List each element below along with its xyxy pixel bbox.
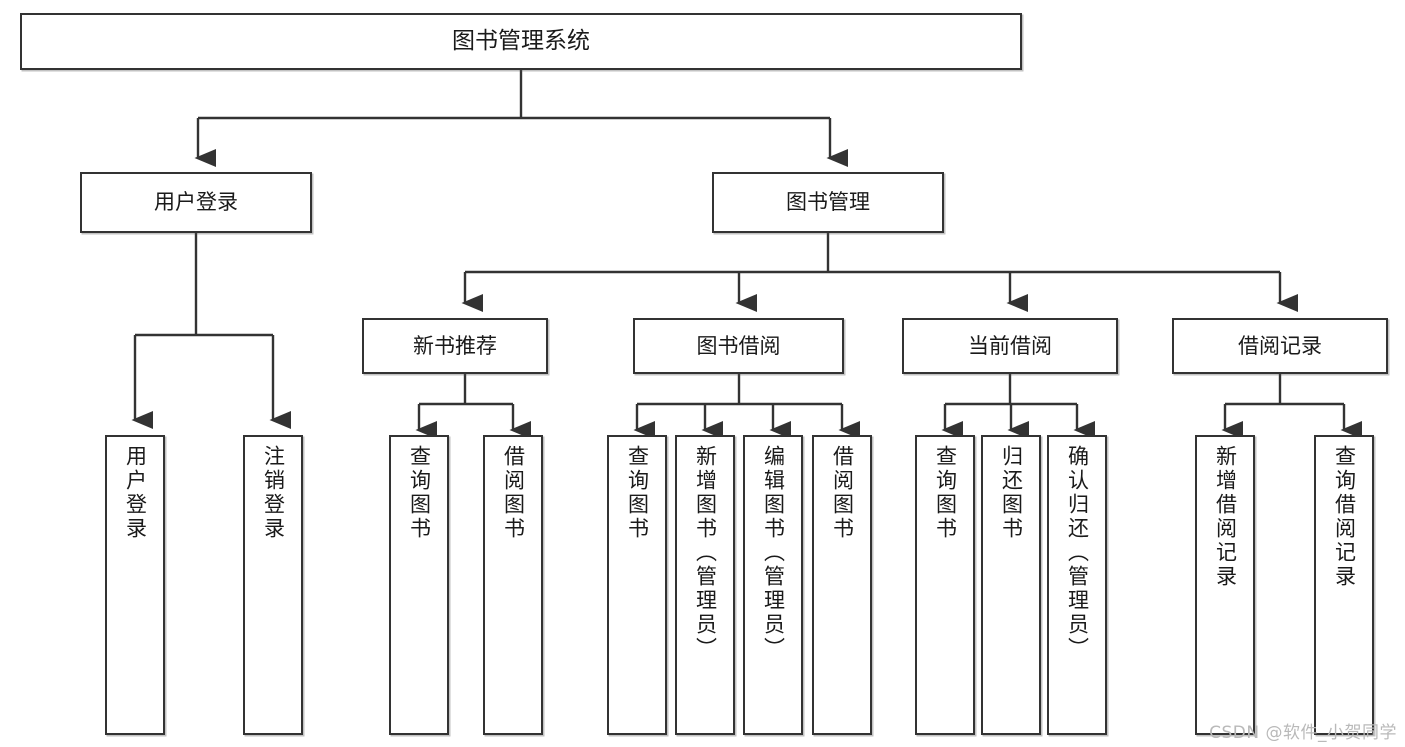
node-book-borrow[interactable]: 图书借阅	[633, 318, 844, 374]
leaf-current-return-book[interactable]: 归还图书	[981, 435, 1041, 735]
leaf-record-add-record-label: 新增借阅记录	[1213, 445, 1238, 589]
leaf-current-confirm-return[interactable]: 确认归还（管理员）	[1047, 435, 1107, 735]
leaf-user-login-logout[interactable]: 注销登录	[243, 435, 303, 735]
csdn-watermark: CSDN @软件_小贺同学	[1209, 723, 1397, 743]
leaf-user-login-login-label: 用户登录	[123, 445, 148, 541]
leaf-new-book-query-book-label: 查询图书	[407, 445, 432, 541]
leaf-record-add-record[interactable]: 新增借阅记录	[1195, 435, 1255, 735]
leaf-current-query-book[interactable]: 查询图书	[915, 435, 975, 735]
leaf-user-login-login[interactable]: 用户登录	[105, 435, 165, 735]
leaf-borrow-query-book-label: 查询图书	[625, 445, 650, 541]
node-new-book-recommend[interactable]: 新书推荐	[362, 318, 548, 374]
node-new-book-recommend-label: 新书推荐	[413, 333, 497, 358]
node-root[interactable]: 图书管理系统	[20, 13, 1022, 70]
node-book-management[interactable]: 图书管理	[712, 172, 944, 233]
leaf-current-confirm-return-label: 确认归还（管理员）	[1065, 445, 1090, 661]
node-current-borrow-label: 当前借阅	[968, 333, 1052, 358]
leaf-borrow-query-book[interactable]: 查询图书	[607, 435, 667, 735]
leaf-current-return-book-label: 归还图书	[999, 445, 1024, 541]
leaf-borrow-borrow-book[interactable]: 借阅图书	[812, 435, 872, 735]
leaf-record-query-record-label: 查询借阅记录	[1332, 445, 1357, 589]
leaf-record-query-record[interactable]: 查询借阅记录	[1314, 435, 1374, 735]
node-root-label: 图书管理系统	[452, 27, 590, 54]
node-borrow-record[interactable]: 借阅记录	[1172, 318, 1388, 374]
leaf-new-book-query-book[interactable]: 查询图书	[389, 435, 449, 735]
node-borrow-record-label: 借阅记录	[1238, 333, 1322, 358]
node-book-borrow-label: 图书借阅	[696, 333, 781, 358]
node-book-management-label: 图书管理	[786, 190, 870, 215]
leaf-borrow-borrow-book-label: 借阅图书	[830, 445, 855, 541]
leaf-borrow-edit-book[interactable]: 编辑图书（管理员）	[743, 435, 803, 735]
leaf-new-book-borrow-book[interactable]: 借阅图书	[483, 435, 543, 735]
node-user-login[interactable]: 用户登录	[80, 172, 312, 233]
leaf-borrow-add-book-label: 新增图书（管理员）	[693, 445, 718, 661]
leaf-new-book-borrow-book-label: 借阅图书	[501, 445, 526, 541]
node-current-borrow[interactable]: 当前借阅	[902, 318, 1118, 374]
node-user-login-label: 用户登录	[154, 190, 238, 215]
leaf-user-login-logout-label: 注销登录	[261, 445, 286, 541]
leaf-borrow-edit-book-label: 编辑图书（管理员）	[761, 445, 786, 661]
leaf-current-query-book-label: 查询图书	[933, 445, 958, 541]
leaf-borrow-add-book[interactable]: 新增图书（管理员）	[675, 435, 735, 735]
